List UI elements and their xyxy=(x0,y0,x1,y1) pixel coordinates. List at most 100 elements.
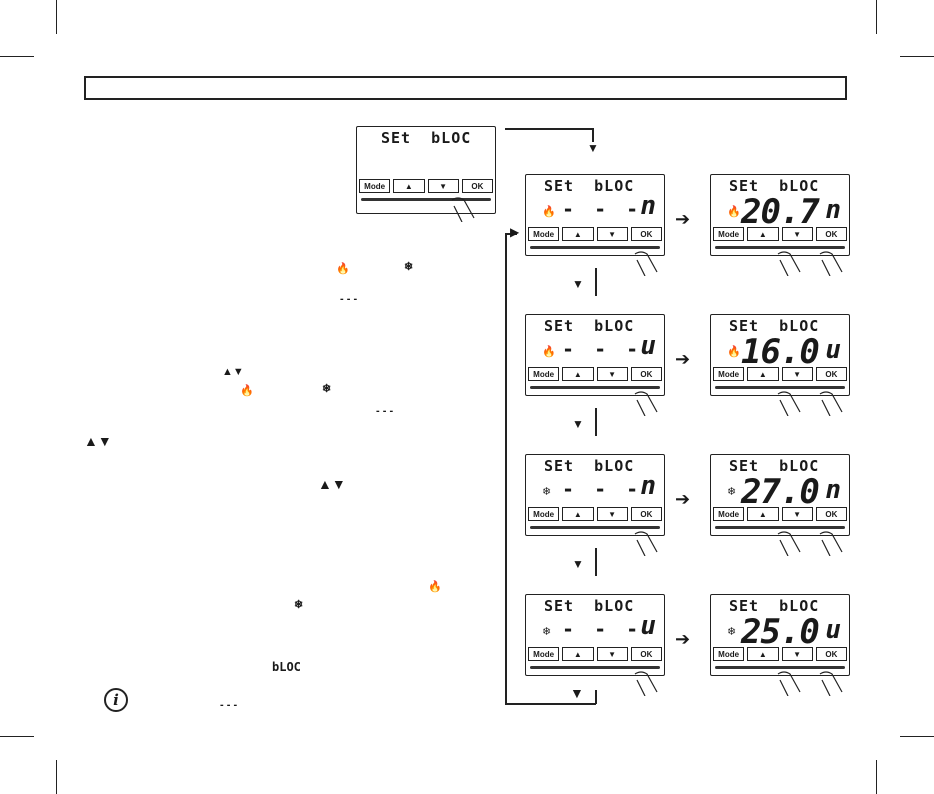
ok-button[interactable]: OK xyxy=(630,367,662,381)
flame-icon: 🔥 xyxy=(727,346,741,358)
lcd-line1: SEt bLOC xyxy=(544,177,635,195)
triangle-down-icon: ▼ xyxy=(439,181,448,191)
flame-icon: 🔥 xyxy=(542,346,556,358)
lcd-rail xyxy=(715,526,845,529)
lcd-button-row: Mode ▲ ▼ OK xyxy=(528,367,662,381)
lcd-line1: SEt bLOC xyxy=(729,597,820,615)
lcd-button-row: Mode ▲ ▼ OK xyxy=(528,507,662,521)
lcd-rail xyxy=(715,666,845,669)
lcd-value-1: SEt bLOC 🔥 20.7 n Mode ▲ ▼ OK xyxy=(710,174,850,256)
crop-mark xyxy=(876,760,877,794)
triangle-up-icon: ▲ xyxy=(573,229,582,239)
up-button[interactable]: ▲ xyxy=(393,179,425,193)
lcd-rail xyxy=(715,246,845,249)
up-button[interactable]: ▲ xyxy=(747,647,779,661)
triangle-down-icon: ▼ xyxy=(570,685,584,701)
lcd-line1: SEt bLOC xyxy=(729,177,820,195)
lcd-button-row: Mode ▲ ▼ OK xyxy=(528,227,662,241)
down-button[interactable]: ▼ xyxy=(596,507,628,521)
lcd-dashes: - - - xyxy=(562,197,643,221)
up-button[interactable]: ▲ xyxy=(562,227,594,241)
ok-button[interactable]: OK xyxy=(815,367,847,381)
up-button[interactable]: ▲ xyxy=(562,507,594,521)
down-button[interactable]: ▼ xyxy=(781,507,813,521)
mode-button[interactable]: Mode xyxy=(713,647,745,661)
flame-icon: 🔥 xyxy=(727,206,741,218)
lcd-suffix: n xyxy=(825,475,841,505)
finger-icon xyxy=(777,391,801,416)
arrow-right-icon: ➔ xyxy=(675,629,691,649)
triangle-up-icon: ▲ xyxy=(573,509,582,519)
connector xyxy=(505,233,517,235)
mode-button[interactable]: Mode xyxy=(528,227,560,241)
ok-button[interactable]: OK xyxy=(461,179,493,193)
mode-button[interactable]: Mode xyxy=(528,507,560,521)
lcd-suffix: n xyxy=(640,471,656,501)
lcd-value-2: SEt bLOC 🔥 16.0 u Mode ▲ ▼ OK xyxy=(710,314,850,396)
finger-icon xyxy=(634,671,658,696)
ok-button[interactable]: OK xyxy=(815,507,847,521)
ok-button[interactable]: OK xyxy=(815,227,847,241)
arrow-right-icon: ▶ xyxy=(510,225,520,239)
down-button[interactable]: ▼ xyxy=(781,647,813,661)
lcd-rail xyxy=(361,198,491,201)
lcd-button-row: Mode ▲ ▼ OK xyxy=(713,367,847,381)
up-button[interactable]: ▲ xyxy=(747,227,779,241)
up-button[interactable]: ▲ xyxy=(747,507,779,521)
mode-button[interactable]: Mode xyxy=(713,507,745,521)
up-button[interactable]: ▲ xyxy=(562,367,594,381)
triangle-down-icon: ▼ xyxy=(793,229,802,239)
ok-button[interactable]: OK xyxy=(630,227,662,241)
triangle-down-icon: ▼ xyxy=(793,369,802,379)
dashes-symbol: - - - xyxy=(376,405,394,417)
up-button[interactable]: ▲ xyxy=(747,367,779,381)
lcd-dashes: - - - xyxy=(562,617,643,641)
lcd-value: 27.0 xyxy=(741,472,820,512)
finger-icon xyxy=(634,531,658,556)
mode-button[interactable]: Mode xyxy=(713,367,745,381)
dashes-symbol: - - - xyxy=(220,699,238,711)
down-button[interactable]: ▼ xyxy=(427,179,459,193)
triangle-down-icon: ▼ xyxy=(608,229,617,239)
connector xyxy=(595,408,597,436)
down-button[interactable]: ▼ xyxy=(781,367,813,381)
lcd-rail xyxy=(715,386,845,389)
triangle-up-icon: ▲ xyxy=(404,181,413,191)
finger-icon xyxy=(634,251,658,276)
down-button[interactable]: ▼ xyxy=(596,227,628,241)
down-button[interactable]: ▼ xyxy=(596,647,628,661)
up-button[interactable]: ▲ xyxy=(562,647,594,661)
ok-button[interactable]: OK xyxy=(815,647,847,661)
finger-icon xyxy=(777,531,801,556)
lcd-value-4: SEt bLOC ❄ 25.0 u Mode ▲ ▼ OK xyxy=(710,594,850,676)
mode-button[interactable]: Mode xyxy=(528,647,560,661)
lcd-value-3: SEt bLOC ❄ 27.0 n Mode ▲ ▼ OK xyxy=(710,454,850,536)
down-button[interactable]: ▼ xyxy=(781,227,813,241)
lcd-line1: SEt bLOC xyxy=(729,317,820,335)
mode-button[interactable]: Mode xyxy=(528,367,560,381)
mode-button[interactable]: Mode xyxy=(359,179,391,193)
ok-button[interactable]: OK xyxy=(630,507,662,521)
lcd-button-row: Mode ▲ ▼ OK xyxy=(713,647,847,661)
lcd-suffix: u xyxy=(825,615,841,645)
snowflake-icon: ❄ xyxy=(294,599,304,611)
lcd-value: 16.0 xyxy=(741,332,820,372)
lcd-menu-3: SEt bLOC ❄ - - - n Mode ▲ ▼ OK xyxy=(525,454,665,536)
triangle-up-icon: ▲ xyxy=(758,369,767,379)
finger-icon xyxy=(819,671,843,696)
connector xyxy=(505,233,507,704)
arrow-right-icon: ➔ xyxy=(675,209,691,229)
up-down-icon: ▲▼ xyxy=(222,366,244,378)
lcd-line1: SEt bLOC xyxy=(381,129,472,147)
connector xyxy=(592,128,594,142)
finger-icon xyxy=(777,251,801,276)
ok-button[interactable]: OK xyxy=(630,647,662,661)
down-button[interactable]: ▼ xyxy=(596,367,628,381)
lcd-line1: SEt bLOC xyxy=(544,317,635,335)
triangle-down-icon: ▼ xyxy=(608,509,617,519)
crop-mark xyxy=(0,736,34,737)
lcd-rail xyxy=(530,246,660,249)
snowflake-icon: ❄ xyxy=(542,486,552,498)
mode-button[interactable]: Mode xyxy=(713,227,745,241)
bloc-symbol: bLOC xyxy=(272,660,301,674)
